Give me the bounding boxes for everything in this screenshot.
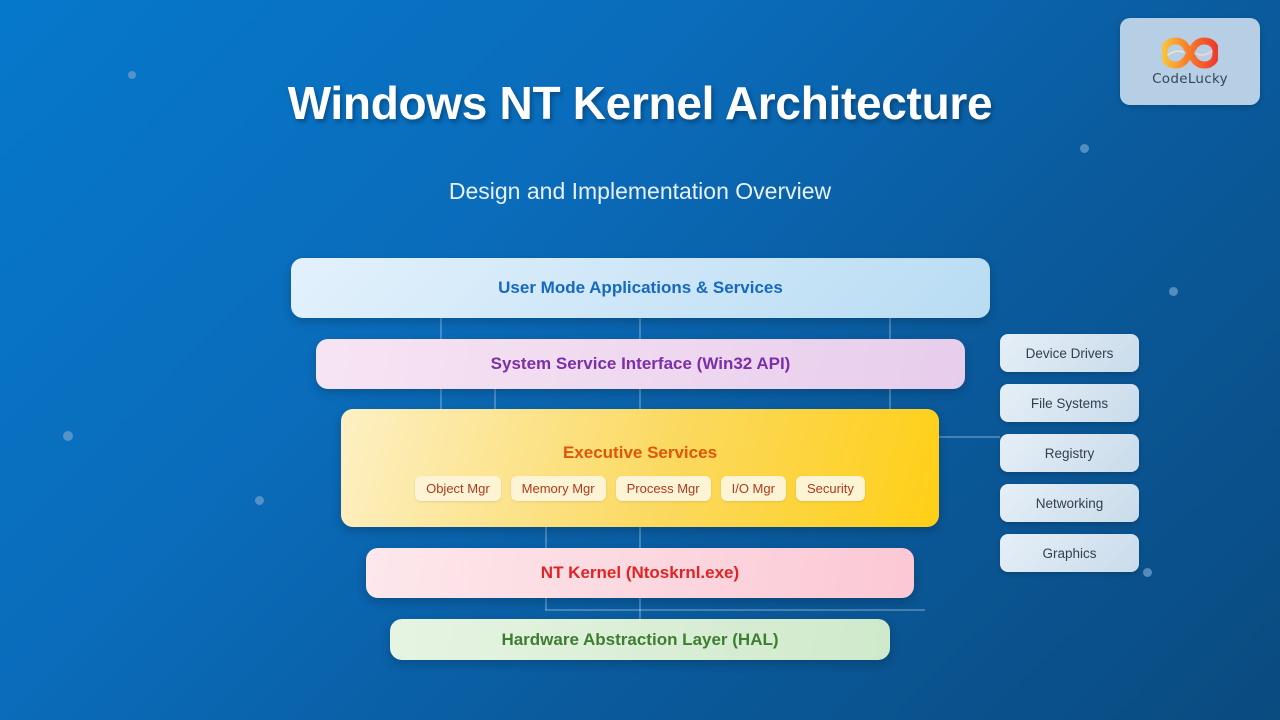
layer-label: User Mode Applications & Services — [498, 278, 783, 297]
decorative-dot — [63, 431, 73, 441]
connector-line-vertical — [545, 598, 547, 610]
side-item-device-drivers[interactable]: Device Drivers — [1000, 334, 1139, 372]
layer-label: System Service Interface (Win32 API) — [490, 354, 791, 373]
side-item-label: Device Drivers — [1025, 345, 1114, 361]
connector-line-vertical — [889, 318, 891, 339]
layer-system-service-interface[interactable]: System Service Interface (Win32 API) — [316, 339, 965, 389]
connector-line-vertical — [440, 389, 442, 409]
executive-chip-security[interactable]: Security — [795, 476, 865, 501]
connector-line-horizontal — [939, 436, 1000, 438]
side-item-label: File Systems — [1030, 395, 1109, 411]
layer-label: Executive Services — [562, 443, 718, 462]
connector-line-vertical — [639, 598, 641, 619]
side-item-file-systems[interactable]: File Systems — [1000, 384, 1139, 422]
connector-line-vertical — [494, 389, 496, 409]
page-title: Windows NT Kernel Architecture — [287, 77, 993, 129]
connector-line-vertical — [639, 527, 641, 548]
layer-hal[interactable]: Hardware Abstraction Layer (HAL) — [390, 619, 890, 660]
side-panel: Device Drivers File Systems Registry Net… — [1000, 334, 1139, 584]
side-item-graphics[interactable]: Graphics — [1000, 534, 1139, 572]
side-item-label: Graphics — [1042, 545, 1097, 561]
executive-chip-object-mgr[interactable]: Object Mgr — [415, 476, 501, 501]
connector-line-vertical — [440, 318, 442, 339]
connector-line-vertical — [639, 318, 641, 339]
layer-label: Hardware Abstraction Layer (HAL) — [501, 629, 779, 649]
side-item-label: Networking — [1035, 495, 1104, 511]
executive-chip-io-mgr[interactable]: I/O Mgr — [720, 476, 786, 501]
decorative-dot — [255, 496, 264, 505]
infinity-leaf-logo-icon — [1162, 36, 1218, 69]
executive-chip-memory-mgr[interactable]: Memory Mgr — [510, 476, 606, 501]
executive-chip-process-mgr[interactable]: Process Mgr — [615, 476, 711, 501]
layer-nt-kernel[interactable]: NT Kernel (Ntoskrnl.exe) — [366, 548, 914, 598]
connector-line-vertical — [545, 527, 547, 548]
connector-line-horizontal — [545, 609, 925, 611]
layer-label: NT Kernel (Ntoskrnl.exe) — [540, 563, 740, 582]
decorative-dot — [1080, 144, 1089, 153]
side-item-registry[interactable]: Registry — [1000, 434, 1139, 472]
decorative-dot — [1169, 287, 1178, 296]
layer-user-mode[interactable]: User Mode Applications & Services — [291, 258, 990, 318]
brand-name: CodeLucky — [1152, 70, 1228, 87]
side-item-label: Registry — [1044, 445, 1095, 461]
executive-components-row: Object Mgr Memory Mgr Process Mgr I/O Mg… — [415, 476, 865, 501]
side-item-networking[interactable]: Networking — [1000, 484, 1139, 522]
connector-line-vertical — [889, 389, 891, 409]
decorative-dot — [1143, 568, 1152, 577]
decorative-dot — [128, 71, 136, 79]
brand-badge: CodeLucky — [1120, 18, 1260, 105]
layer-executive-services[interactable]: Executive Services Object Mgr Memory Mgr… — [341, 409, 939, 527]
connector-line-vertical — [639, 389, 641, 409]
page-subtitle: Design and Implementation Overview — [448, 178, 832, 204]
